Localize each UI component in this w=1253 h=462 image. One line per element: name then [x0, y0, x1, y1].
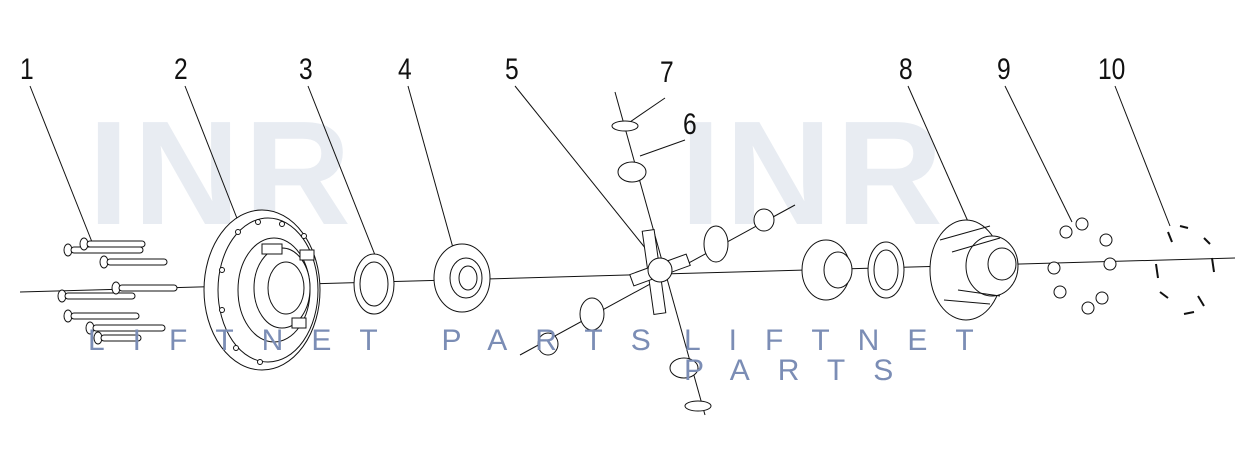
- watermark-logo-right: INR: [680, 91, 947, 256]
- leader-line-3: [307, 85, 376, 256]
- part-7-washers: [537, 120, 775, 412]
- watermark-brand-text-left: LIFTNET PARTS: [88, 324, 679, 357]
- part-3-thrust-washer: [353, 253, 395, 315]
- part-4-side-gear: [433, 243, 491, 313]
- callout-1: 1: [20, 53, 34, 86]
- part-4-side-gear-right: [801, 239, 905, 301]
- leader-line-5: [514, 85, 651, 255]
- part-8-differential-case: [929, 219, 1019, 321]
- callout-6: 6: [683, 108, 697, 141]
- leader-line-8: [907, 85, 971, 227]
- watermark-brand-text-right: LIFTNET PARTS: [684, 324, 1002, 387]
- leader-line-4: [407, 85, 456, 256]
- callout-7: 7: [660, 56, 674, 89]
- leader-line-6: [639, 139, 686, 157]
- leader-line-10: [1114, 85, 1171, 227]
- callout-5: 5: [505, 53, 519, 86]
- part-2-flange-housing: [203, 209, 321, 371]
- callout-2: 2: [174, 53, 188, 86]
- callout-10: 10: [1098, 53, 1126, 86]
- part-5-spider-cross: [629, 229, 691, 315]
- part-10-pins: [1155, 225, 1215, 315]
- leader-line-9: [1004, 85, 1073, 223]
- leader-line-7: [626, 97, 666, 125]
- callout-9: 9: [997, 53, 1011, 86]
- callout-3: 3: [299, 53, 313, 86]
- callout-8: 8: [899, 53, 913, 86]
- leader-line-1: [29, 85, 93, 243]
- part-6-pinion-gears: [579, 161, 729, 379]
- callout-4: 4: [398, 53, 412, 86]
- leader-line-2: [184, 85, 241, 227]
- part-1-bolts: [57, 237, 178, 345]
- part-9-nuts: [1047, 217, 1117, 315]
